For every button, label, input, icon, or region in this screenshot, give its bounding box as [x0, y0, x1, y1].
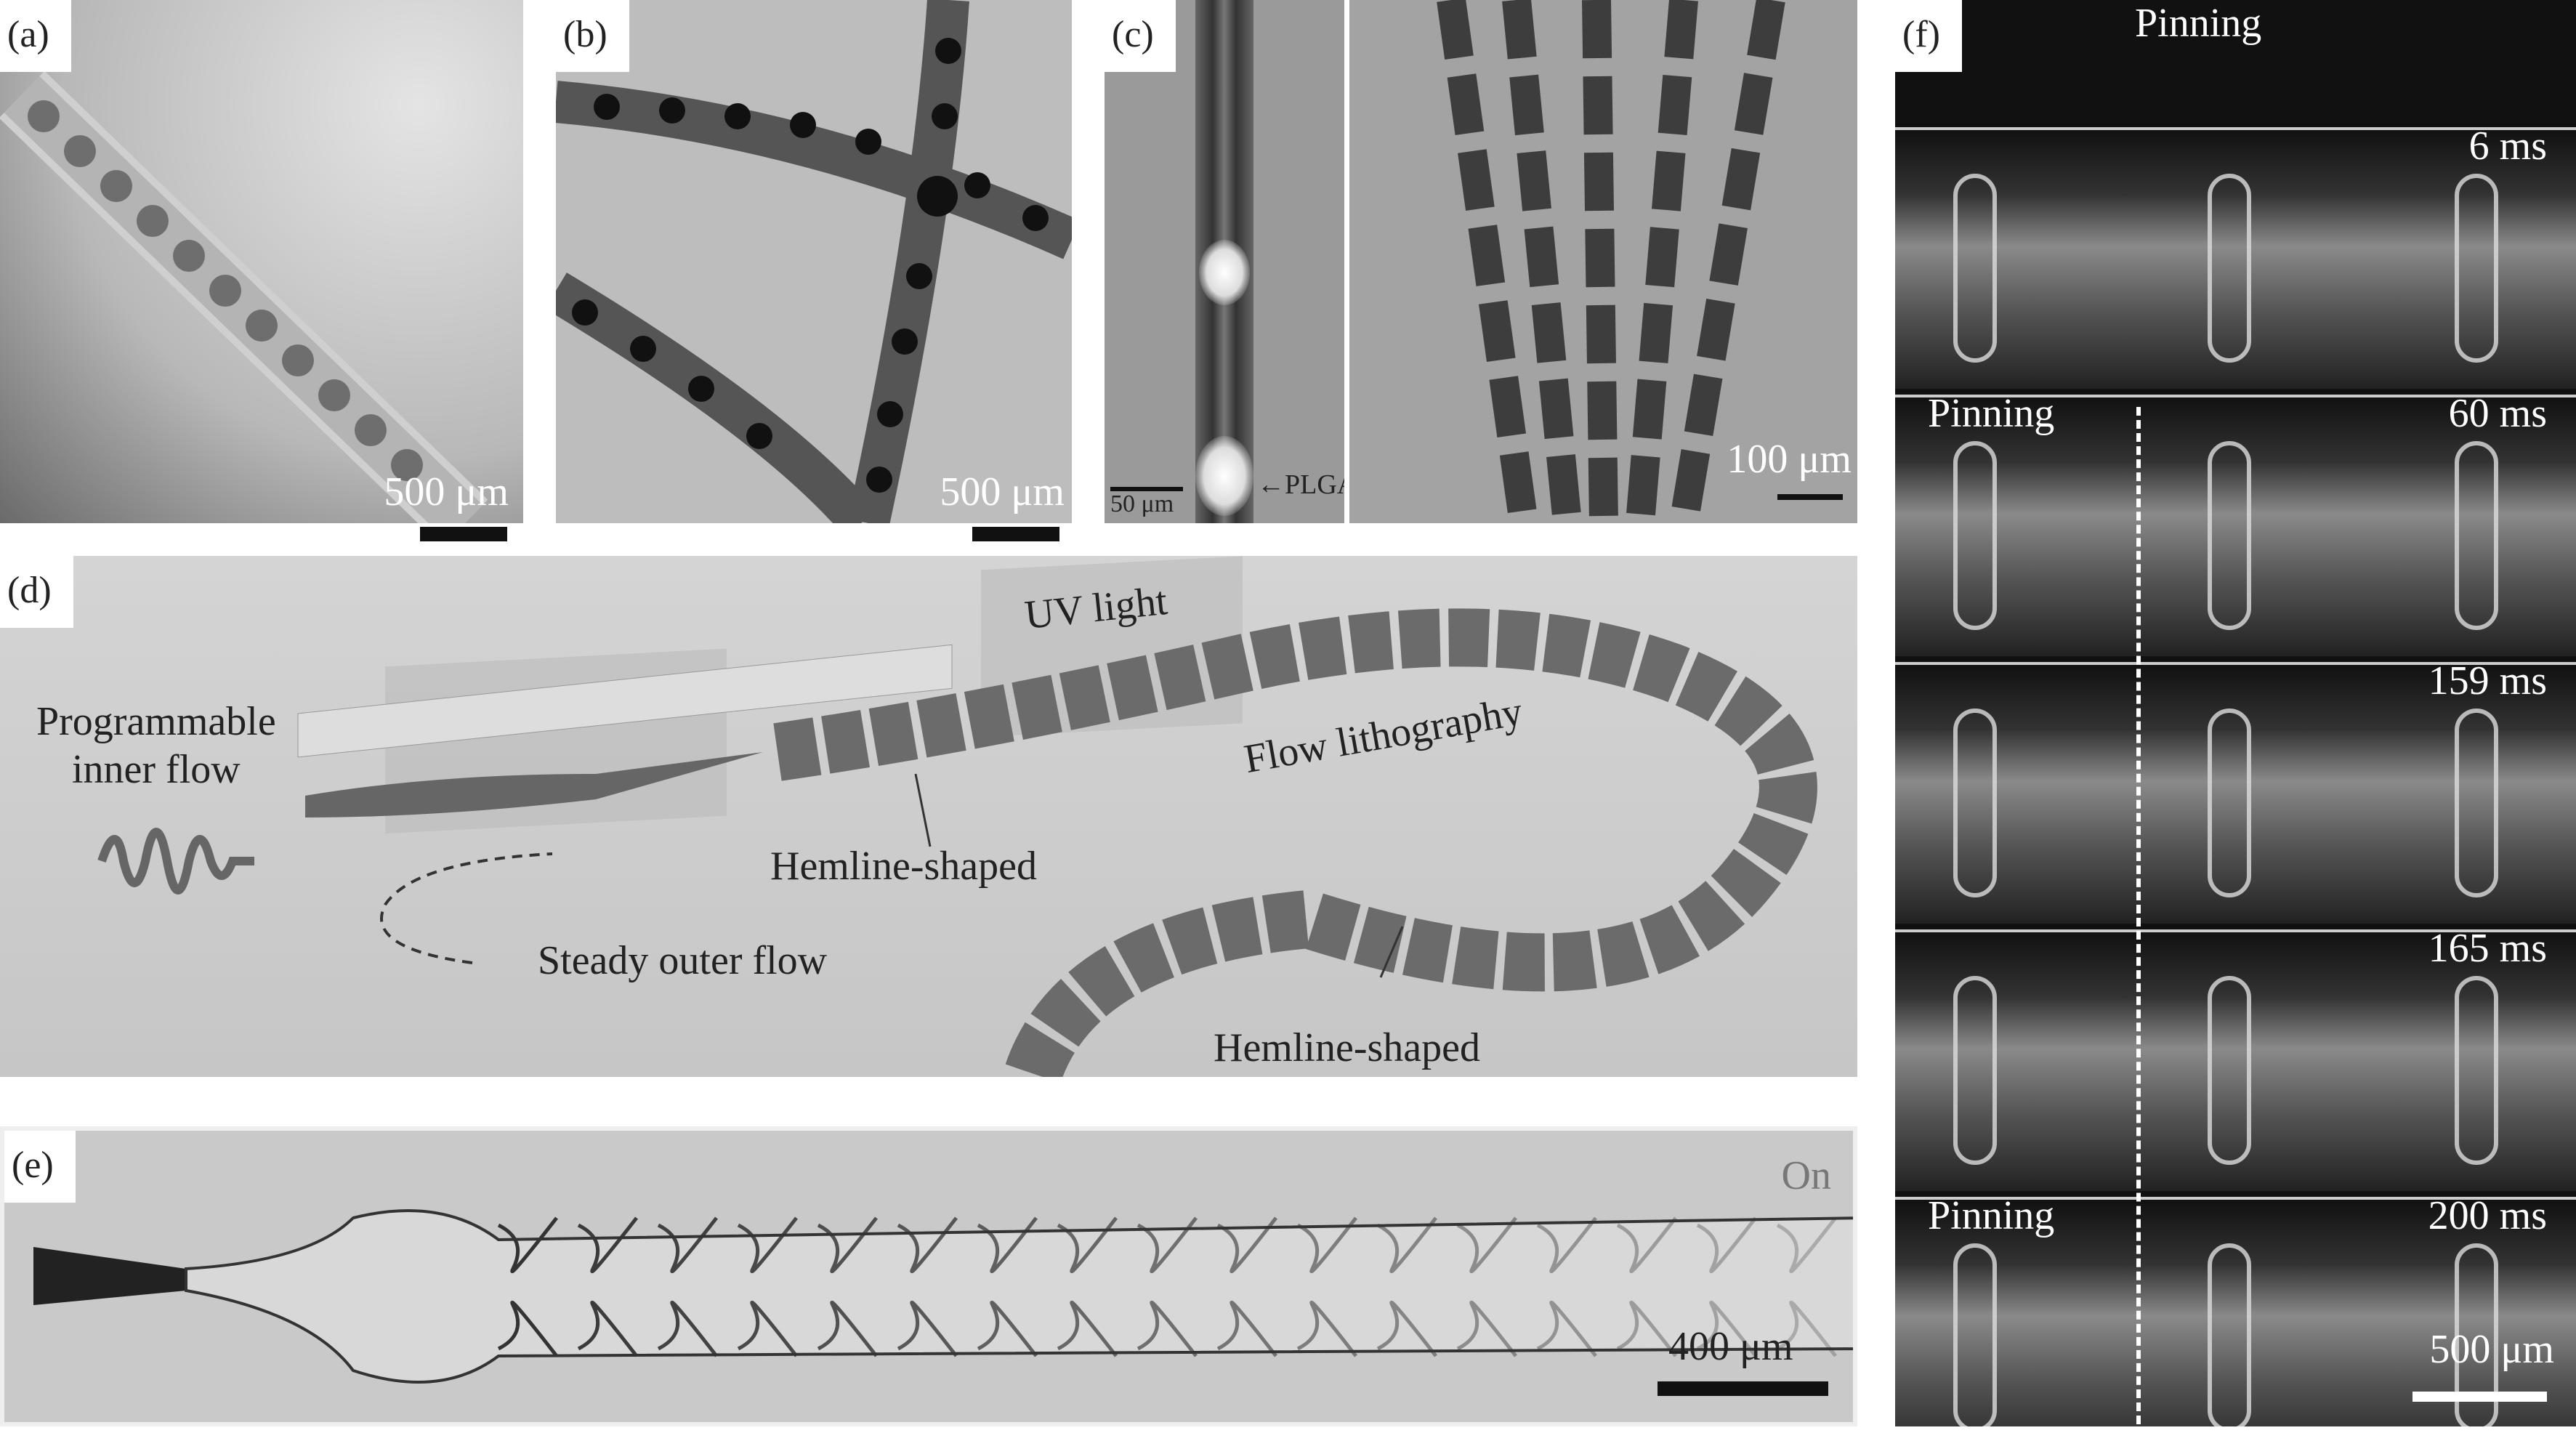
hemline-fiber-image: [33, 1209, 1853, 1384]
frame-time: 60 ms: [2448, 391, 2547, 436]
panel-c-right: 100 μm: [1349, 0, 1857, 523]
device-schematic: [97, 556, 1817, 1077]
panel-a-label: (a): [0, 0, 71, 72]
hemline-segment: [977, 1216, 1038, 1357]
pinning-note: Pinning: [1928, 391, 2055, 436]
panel-a: (a) 500 μm: [0, 0, 523, 523]
annotation-plga: ←PLGA+Fluorescein: [1257, 469, 1344, 500]
panel-c-label: (c): [1105, 0, 1176, 72]
hemline-segment: [817, 1216, 878, 1357]
bead-segment: [2455, 976, 2498, 1165]
hemline-segment: [897, 1216, 958, 1357]
scale-bar: [420, 527, 507, 541]
video-frame: 159 ms: [1895, 658, 2576, 924]
frame-time: 159 ms: [2428, 658, 2547, 703]
hemline-segment: [1776, 1216, 1837, 1357]
hemline-label-1: Hemline-shaped: [770, 844, 1037, 889]
bead-segment: [1953, 174, 1997, 363]
hemline-label-2: Hemline-shaped: [1214, 1025, 1480, 1070]
pinning-line: [2136, 407, 2141, 1424]
scale-label: 500 μm: [940, 469, 1065, 514]
scale-bar: [972, 527, 1059, 541]
panel-b: (b) 500 μm: [556, 0, 1072, 523]
bead-segment: [2455, 709, 2498, 897]
frame-time: 165 ms: [2428, 926, 2547, 971]
fiber-array: [1437, 0, 1785, 523]
bead-segment: [2208, 1243, 2251, 1426]
bead-segment: [2455, 1243, 2498, 1426]
hemline-segment: [577, 1216, 638, 1357]
video-frame: 165 ms: [1895, 926, 2576, 1191]
bead-segment: [2208, 174, 2251, 363]
hemline-segment: [1376, 1216, 1437, 1357]
frame-time: 200 ms: [2428, 1193, 2547, 1238]
outer-flow-arrow: [380, 852, 553, 964]
scale-label: 400 μm: [1668, 1324, 1793, 1369]
panel-e-label: (e): [4, 1131, 76, 1203]
hemline-segment: [1216, 1216, 1277, 1357]
outer-flow-label: Steady outer flow: [538, 938, 828, 983]
video-frame: 60 ms Pinning: [1895, 391, 2576, 656]
inner-flow-label: Programmable inner flow: [36, 699, 276, 792]
inner-flow-wave-icon: [97, 828, 254, 895]
scale-bar: [1110, 487, 1183, 491]
hemline-segment: [1456, 1216, 1517, 1357]
panel-d: (d) Programmable inner flow UV light Flo…: [0, 556, 1857, 1077]
bead-segment: [2208, 976, 2251, 1165]
hemline-segment: [737, 1216, 798, 1357]
hemline-chain: [773, 608, 1817, 1077]
pinning-note: Pinning: [1928, 1193, 2055, 1238]
scale-label: 50 μm: [1110, 491, 1174, 517]
hemline-segment: [1616, 1216, 1677, 1357]
crossed-fibers: [556, 0, 1072, 523]
bead-segment: [2455, 441, 2498, 630]
panel-f: (f) Pinning 6 ms 60 ms Pinning 159 ms 165 ms…: [1895, 0, 2576, 1426]
frame-time: 6 ms: [2468, 124, 2547, 169]
scale-bar: [1777, 494, 1843, 500]
video-frame: 6 ms: [1895, 124, 2576, 389]
hemline-segment: [657, 1216, 718, 1357]
bead-segment: [1953, 441, 1997, 630]
scale-label: 500 μm: [2429, 1327, 2554, 1372]
bead-segment: [2208, 709, 2251, 897]
panel-d-label: (d): [0, 556, 73, 628]
bead-segment: [2208, 441, 2251, 630]
hemline-segment: [497, 1216, 558, 1357]
bead-segment: [2455, 174, 2498, 363]
scale-bar: [1658, 1381, 1828, 1396]
bead-segment: [1953, 1243, 1997, 1426]
bead-segment: [1953, 709, 1997, 897]
status-on-label: On: [1781, 1153, 1831, 1198]
fiber-with-beads: [0, 70, 488, 523]
scale-label: 100 μm: [1727, 437, 1852, 482]
scale-label: 500 μm: [384, 469, 509, 514]
bead-segment: [1953, 976, 1997, 1165]
panel-e: (e) On 400 μm: [0, 1126, 1857, 1426]
hemline-segment: [1696, 1216, 1757, 1357]
panel-c-left: (c) 50 μm ←PLGA+Fluorescein: [1105, 0, 1344, 523]
hemline-segment: [1057, 1216, 1118, 1357]
hemline-segment: [1296, 1216, 1357, 1357]
pinning-title: Pinning: [2135, 1, 2262, 46]
panel-b-label: (b): [556, 0, 629, 72]
panel-f-label: (f): [1895, 0, 1962, 72]
scale-bar: [2413, 1392, 2547, 1402]
video-frame: 200 ms Pinning: [1895, 1193, 2576, 1426]
hemline-segment: [1136, 1216, 1198, 1357]
hemline-segment: [1536, 1216, 1597, 1357]
